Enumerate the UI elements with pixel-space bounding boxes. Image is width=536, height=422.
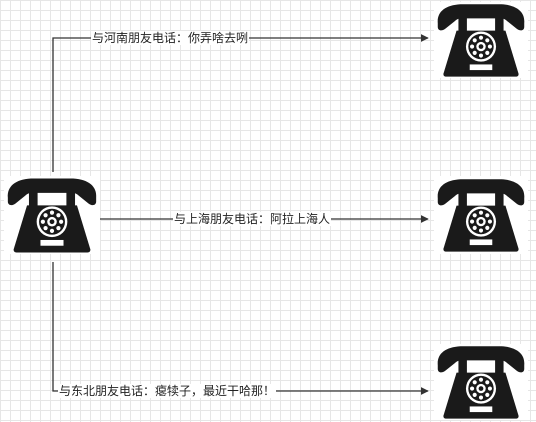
edge-henan-line [52, 34, 429, 172]
shanghai-phone [434, 176, 528, 254]
dongbei-phone [434, 344, 528, 420]
caller-phone [4, 176, 100, 254]
henan-phone [434, 2, 528, 78]
telephone-icon [434, 176, 528, 254]
telephone-icon [4, 176, 100, 254]
edge-label-dongbei: 与东北朋友电话：瘪犊子，最近干哈那！ [58, 384, 277, 398]
telephone-icon [434, 2, 528, 78]
edge-dongbei-line [52, 262, 429, 395]
edge-label-henan: 与河南朋友电话：你弄啥去咧 [91, 31, 250, 45]
edge-label-shanghai: 与上海朋友电话：阿拉上海人 [173, 212, 332, 226]
telephone-icon [434, 344, 528, 420]
